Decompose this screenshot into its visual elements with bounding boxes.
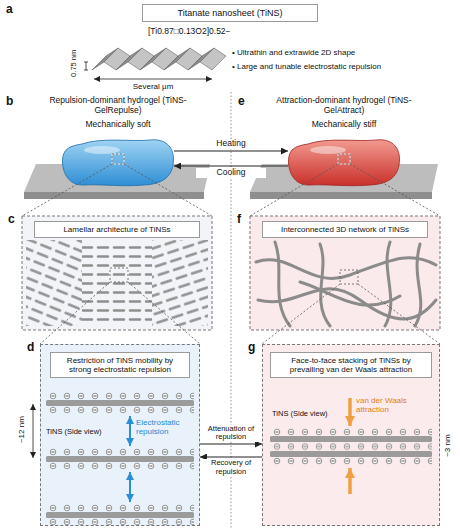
text-box: Lamellar architecture of TiNSs (34, 221, 200, 238)
diagram-label: Electrostatic repulsion (136, 418, 198, 436)
network-panel (250, 216, 440, 330)
transition-arrow (174, 150, 288, 151)
side-view-repulsion (40, 344, 200, 526)
hydrogel-caption: Attraction-dominant hydrogel (TiNS-GelAt… (269, 96, 419, 116)
annotation-text: • Ultrathin and extrawide 2D shape (232, 48, 456, 57)
hydrogel-blob: Attraction-dominant hydrogel (TiNS-GelAt… (288, 138, 400, 188)
edge-label: Cooling (196, 168, 266, 178)
annotation-text: [Ti0.87□0.13O2]0.52− (148, 27, 231, 37)
text-box: Interconnected 3D network of TiNSs (262, 221, 428, 238)
panel-letter: c (8, 213, 15, 227)
hydrogel-caption: Mechanically stiff (269, 120, 419, 130)
panel-letter: a (6, 3, 13, 17)
dimension-label: 0.75 nm (70, 43, 79, 83)
edge-label: Heating (196, 139, 266, 149)
dimension-label: ~12 nm (17, 405, 26, 455)
box-text: Face-to-face stacking of TiNSs by prevai… (275, 356, 427, 374)
diagram-label: TiNS (Side view) (46, 428, 122, 437)
text-box: Titanate nanosheet (TiNS) (142, 4, 318, 22)
dashed-panel: van der Waals attractionTiNS (Side view)… (262, 344, 440, 526)
hydrogel-blob: Repulsion-dominant hydrogel (TiNS-GelRep… (62, 138, 174, 188)
annotation-text: • Large and tunable electrostatic repuls… (232, 62, 456, 71)
blob-shape (62, 138, 174, 188)
nanosheet-zigzag (92, 48, 226, 70)
panel-letter: e (238, 95, 245, 109)
text-box: Restriction of TiNS mobility by strong e… (50, 352, 190, 378)
annotation-text: Several μm (118, 82, 188, 91)
hydrogel-caption: Repulsion-dominant hydrogel (TiNS-GelRep… (43, 96, 193, 116)
side-view-attraction (262, 344, 440, 526)
box-text: Interconnected 3D network of TiNSs (267, 225, 423, 234)
dimension-label: ~3 nm (443, 428, 452, 464)
box-text: Lamellar architecture of TiNSs (39, 225, 195, 234)
transition-arrow (200, 443, 262, 444)
edge-label: Attenuation of repulsion (202, 425, 260, 442)
panel-letter: f (237, 213, 241, 227)
box-text: Restriction of TiNS mobility by strong e… (55, 356, 185, 374)
diagram-label: TiNS (Side view) (272, 410, 344, 419)
panel-letter: d (27, 341, 34, 355)
text-box: Face-to-face stacking of TiNSs by prevai… (270, 352, 432, 378)
box-text: Titanate nanosheet (TiNS) (147, 8, 313, 18)
panel-letter: g (248, 341, 255, 355)
lamellar-panel (22, 216, 212, 330)
transition-arrow (174, 165, 288, 166)
diagram-label: van der Waals attraction (356, 396, 432, 414)
panel-letter: b (6, 95, 13, 109)
blob-shape (288, 138, 400, 188)
hydrogel-caption: Mechanically soft (43, 120, 193, 130)
edge-label: Recovery of repulsion (202, 459, 260, 476)
transition-arrow (200, 456, 262, 457)
dashed-panel: Electrostatic repulsionTiNS (Side view)~… (40, 344, 200, 526)
